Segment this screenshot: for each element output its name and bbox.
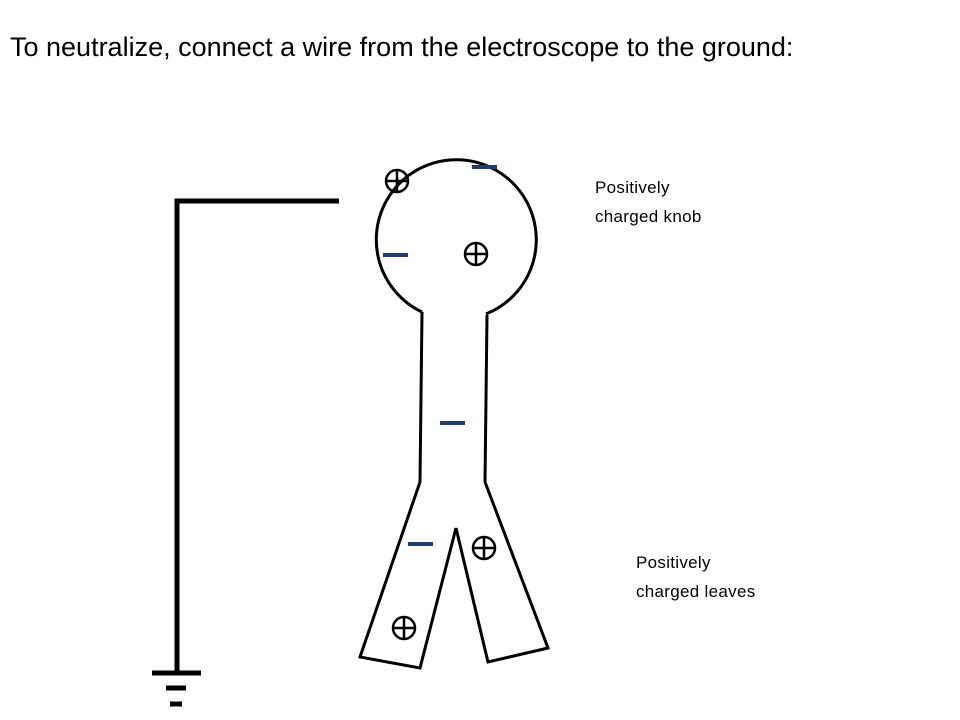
positive-charge-knob-1 (384, 168, 410, 194)
electroscope-body (374, 158, 538, 316)
knob-label-line-1: Positively (595, 178, 670, 197)
knob-label: Positively charged knob (595, 173, 702, 231)
leaves-label-line-1: Positively (636, 553, 711, 572)
knob-label-line-2: charged knob (595, 207, 702, 226)
positive-charge-knob-2 (463, 241, 489, 267)
stem-left-edge (418, 311, 424, 483)
positive-charge-right-leaf (471, 535, 497, 561)
leaves-label-line-2: charged leaves (636, 582, 756, 601)
ground-wire (174, 198, 339, 672)
positive-charge-left-leaf (391, 615, 417, 641)
ground-symbol (152, 670, 201, 707)
left-leaf (358, 481, 458, 670)
right-leaf (454, 481, 551, 664)
stem-right-edge (483, 314, 489, 483)
diagram-title: To neutralize, connect a wire from the e… (10, 32, 794, 62)
leaves-label: Positively charged leaves (636, 548, 756, 606)
